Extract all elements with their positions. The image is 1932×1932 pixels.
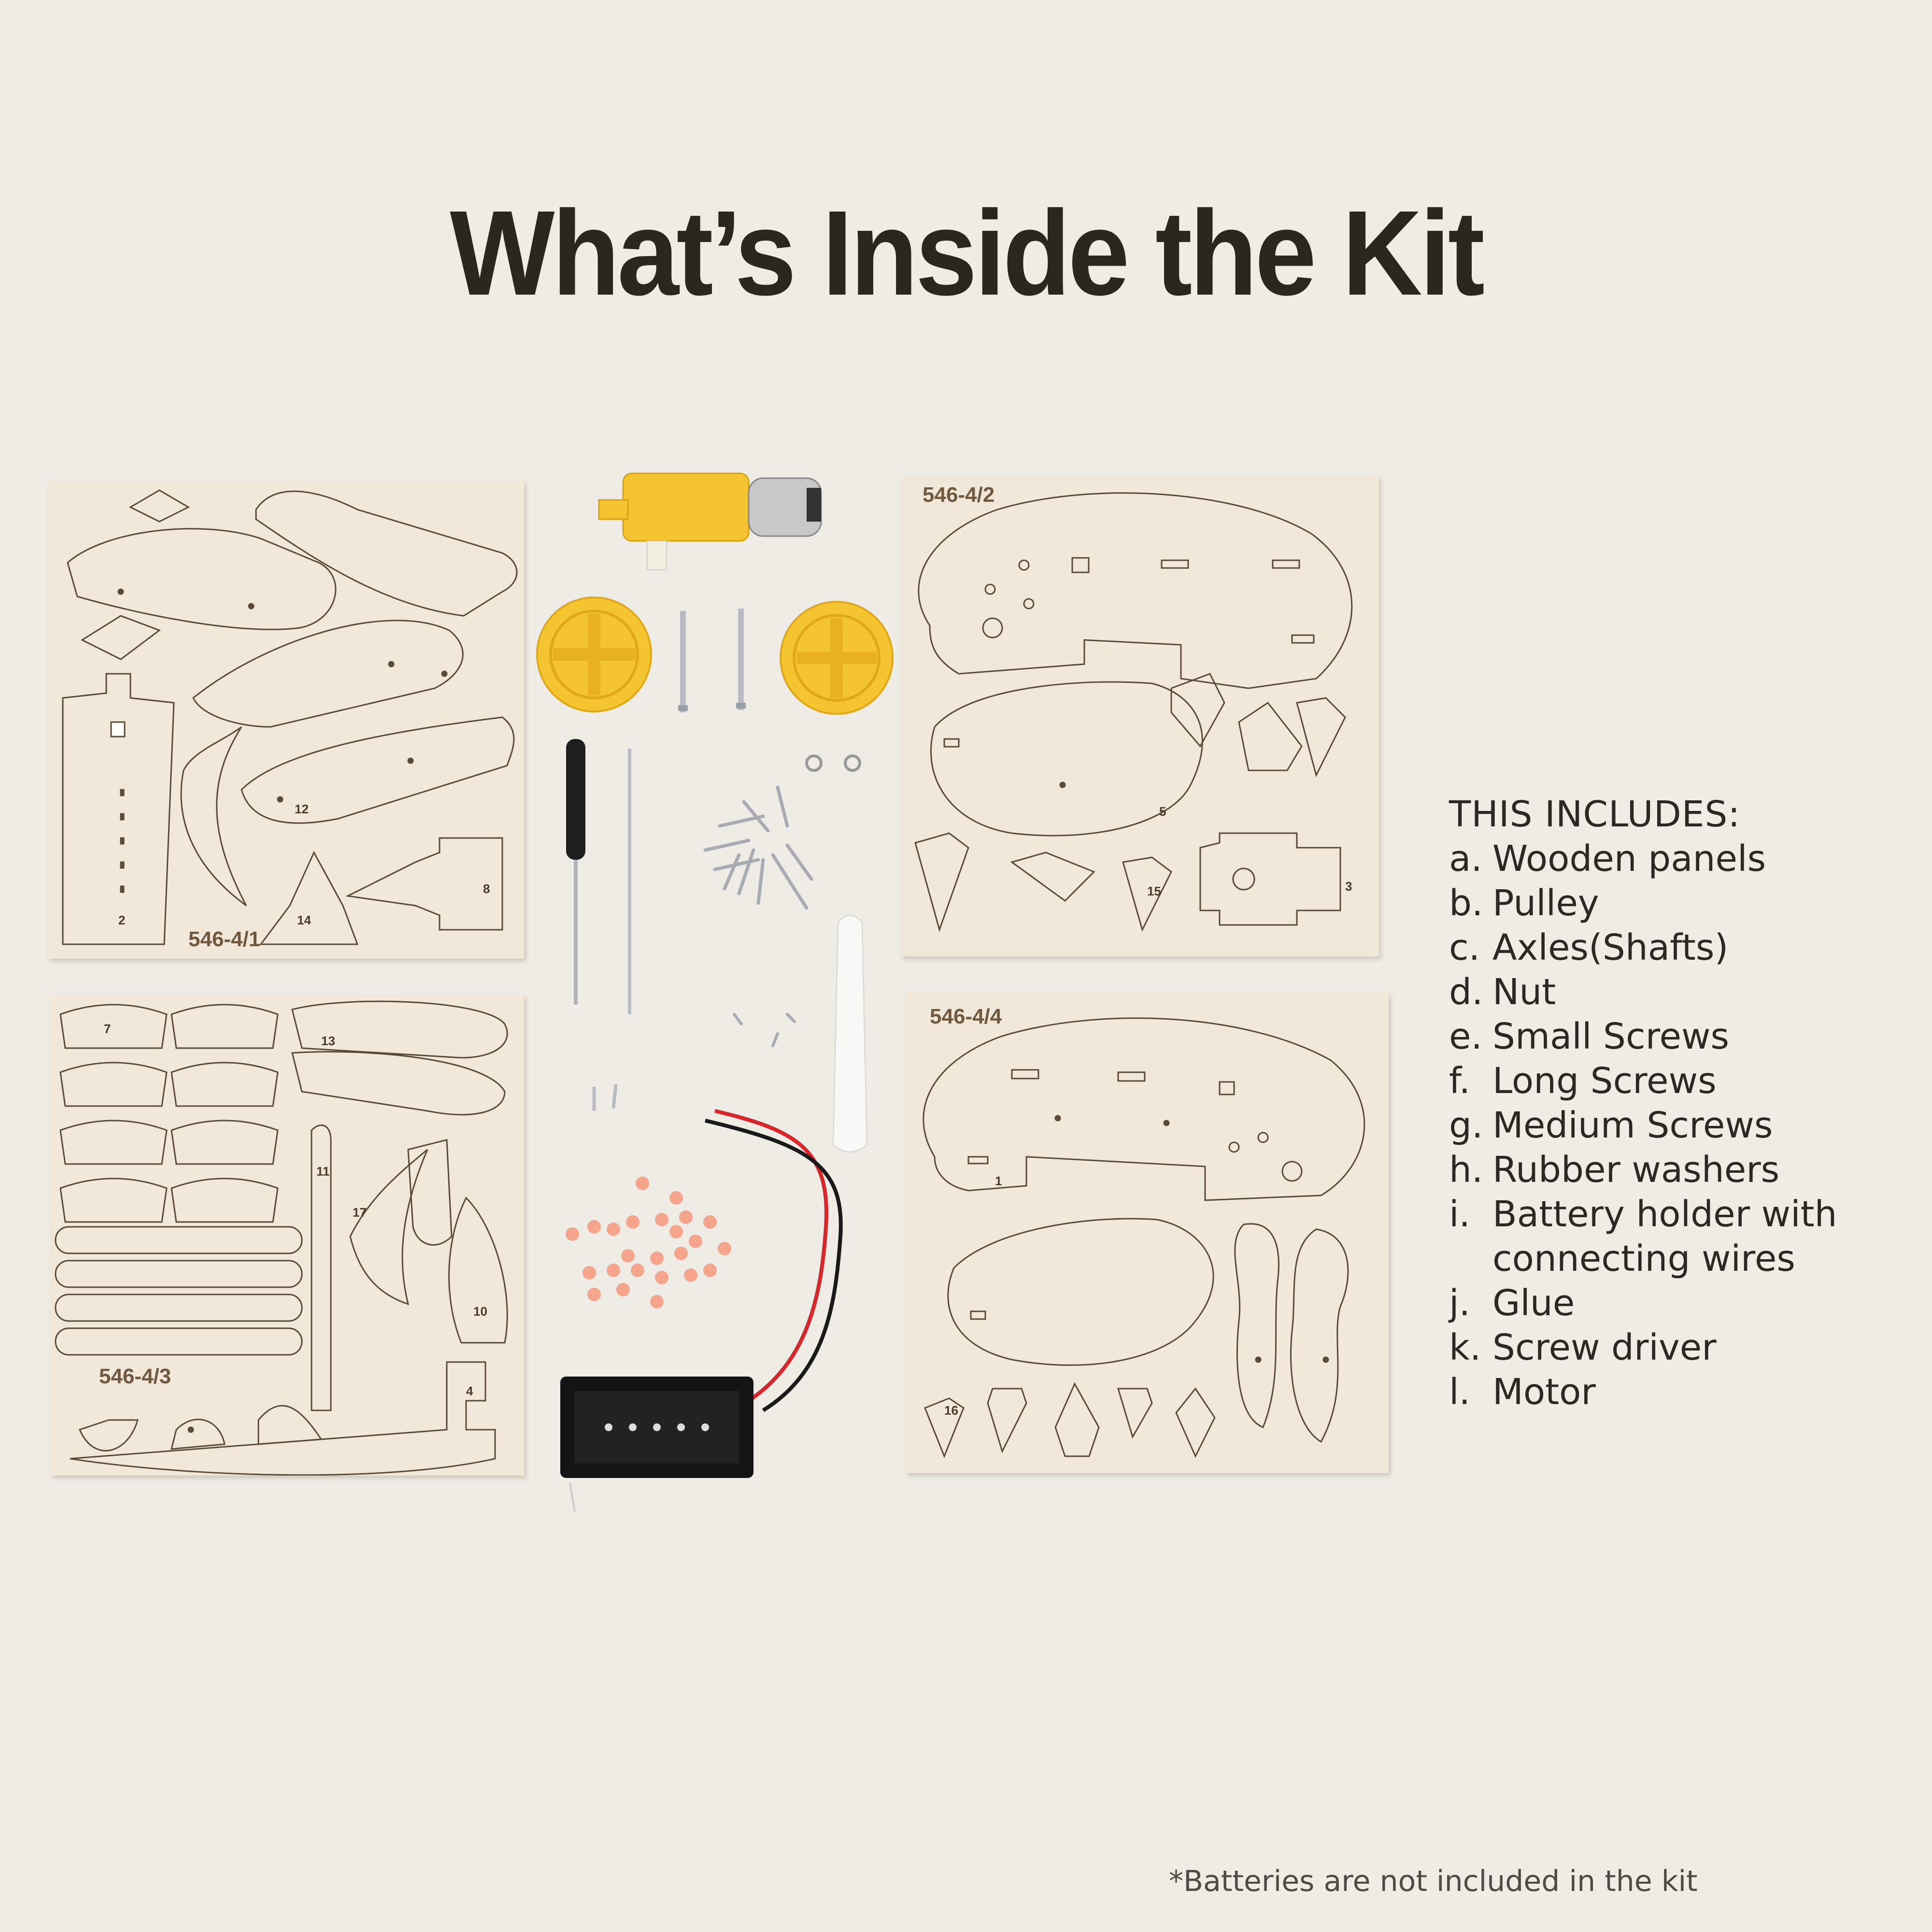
medium-screws [592, 1084, 618, 1111]
list-letter: d. [1449, 971, 1483, 1013]
list-letter: h. [1449, 1149, 1483, 1191]
list-item: k. Screw driver [1449, 1325, 1837, 1370]
batteries-footnote: *Batteries are not included in the kit [1169, 1864, 1698, 1898]
list-text: Wooden panels [1492, 838, 1766, 880]
list-letter: j. [1449, 1282, 1471, 1324]
motor [598, 472, 822, 570]
list-letter: g. [1449, 1105, 1483, 1146]
list-item: b.Pulley [1449, 881, 1837, 925]
rubber-washers [566, 1177, 731, 1308]
screw-driver [566, 739, 585, 1005]
panel-cut-lines [62, 489, 518, 945]
list-item: c. Axles(Shafts) [1449, 925, 1837, 970]
list-item: g.Medium Screws [1449, 1103, 1837, 1148]
includes-list: THIS INCLUDES: a.Wooden panels b.Pulley … [1449, 792, 1837, 1414]
part-number: 11 [316, 1164, 330, 1179]
page-title: What’s Inside the Kit [450, 185, 1485, 320]
list-text: Battery holder with [1492, 1193, 1837, 1235]
list-item: f. Long Screws [1449, 1059, 1837, 1103]
part-number: 3 [1345, 879, 1352, 894]
panel-code: 546-4/3 [99, 1364, 171, 1388]
list-text: Rubber washers [1492, 1149, 1780, 1191]
battery-holder [560, 1109, 843, 1512]
includes-header: THIS INCLUDES: [1449, 794, 1741, 835]
list-letter: b. [1449, 882, 1483, 924]
panel-cut-lines [55, 1000, 508, 1476]
pulley-wheel [780, 601, 894, 715]
list-text: Small Screws [1492, 1016, 1730, 1057]
part-number: 2 [118, 913, 126, 927]
screws-pile [703, 785, 813, 910]
list-item: e.Small Screws [1449, 1014, 1837, 1059]
list-text: Motor [1492, 1371, 1596, 1413]
list-item: h.Rubber washers [1449, 1148, 1837, 1192]
list-letter: k. [1449, 1327, 1481, 1368]
list-text: Axles(Shafts) [1492, 927, 1729, 968]
list-item: d.Nut [1449, 970, 1837, 1014]
part-number: 13 [321, 1034, 335, 1048]
list-letter: c. [1449, 927, 1480, 968]
part-number: 8 [483, 881, 490, 896]
wooden-panel-3: 7 13 11 17 10 4 546-4/3 [51, 995, 524, 1476]
list-letter: l. [1449, 1371, 1471, 1413]
part-number: 15 [1147, 884, 1161, 898]
glue-tube [832, 914, 868, 1153]
list-item: a.Wooden panels [1449, 837, 1837, 881]
wooden-panel-4: 546-4/4 1 16 [906, 993, 1389, 1473]
small-screws [733, 1013, 796, 1047]
panel-cut-lines [914, 492, 1353, 932]
panel-cut-lines [923, 1017, 1365, 1459]
list-text: Long Screws [1492, 1060, 1717, 1102]
part-number: 1 [995, 1174, 1002, 1188]
list-item: l. Motor [1449, 1370, 1837, 1414]
part-number: 7 [104, 1022, 111, 1036]
list-text: Screw driver [1492, 1327, 1717, 1368]
list-text: Medium Screws [1492, 1105, 1773, 1146]
list-item: i. Battery holder with [1449, 1192, 1837, 1236]
list-text: Nut [1492, 971, 1556, 1013]
part-number: 4 [466, 1384, 473, 1398]
nuts [805, 754, 861, 772]
axle-shafts [678, 609, 746, 712]
list-letter: a. [1449, 838, 1482, 880]
long-axle [628, 749, 631, 1014]
list-item: j. Glue [1449, 1281, 1837, 1325]
part-number: 17 [353, 1205, 367, 1220]
part-number: 12 [295, 802, 309, 816]
list-text: Pulley [1492, 882, 1599, 924]
part-number: 14 [297, 913, 311, 927]
wooden-panel-2: 546-4/2 5 15 3 [901, 476, 1379, 956]
panel-code: 546-4/1 [188, 927, 261, 951]
pulley-wheel [536, 597, 652, 712]
part-number: 10 [473, 1304, 487, 1319]
list-text: Glue [1492, 1282, 1575, 1324]
panel-code: 546-4/2 [923, 483, 995, 507]
wooden-panel-1: 12 2 14 8 546-4/1 [48, 481, 524, 959]
list-item-continuation: connecting wires [1492, 1238, 1795, 1279]
part-number: 16 [944, 1403, 958, 1418]
list-letter: i. [1449, 1193, 1471, 1235]
panel-code: 546-4/4 [930, 1005, 1002, 1028]
list-letter: f. [1449, 1060, 1471, 1102]
list-letter: e. [1449, 1016, 1483, 1057]
part-number: 5 [1159, 804, 1166, 819]
